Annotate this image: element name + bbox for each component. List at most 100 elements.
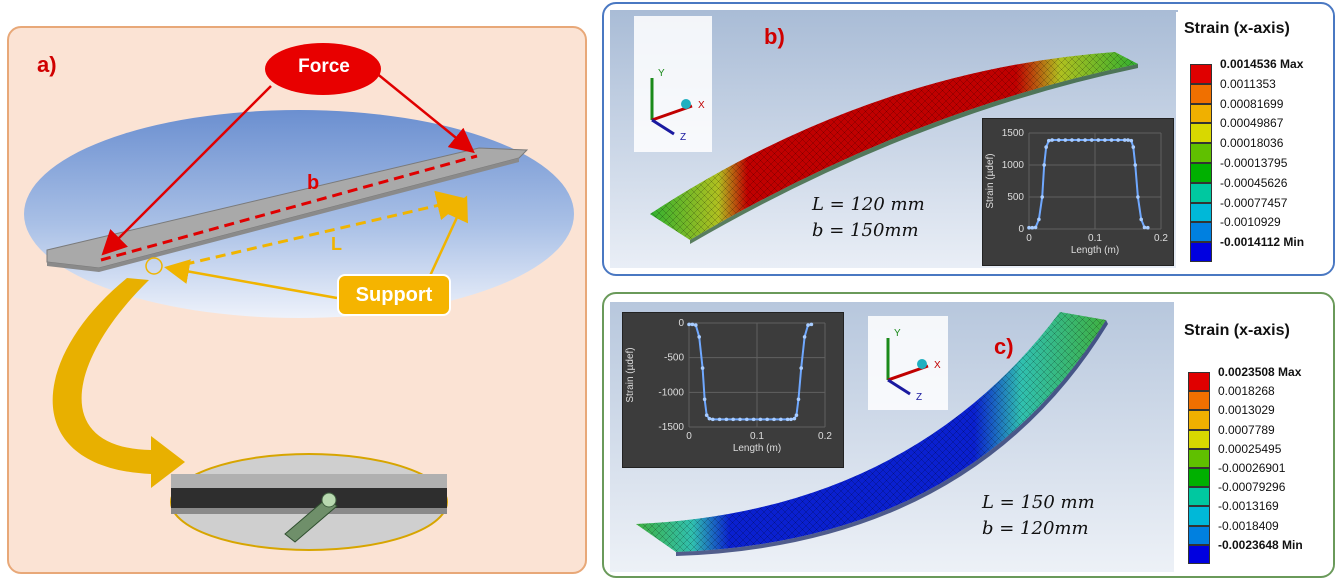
- legend-swatch: [1188, 429, 1210, 449]
- legend-value: -0.00013795: [1220, 156, 1288, 170]
- formula-b-c: b = 120mm: [982, 518, 1089, 539]
- data-point: [1142, 225, 1147, 230]
- data-point: [707, 416, 712, 421]
- data-point: [772, 417, 776, 422]
- z-axis-label: Z: [916, 392, 922, 403]
- legend-swatch: [1190, 83, 1212, 104]
- legend-swatch: [1188, 448, 1210, 468]
- x-axis-title: Length (m): [1071, 245, 1119, 256]
- legend-title-b: Strain (x-axis): [1184, 20, 1290, 37]
- y-tick-label: -500: [664, 353, 684, 364]
- legend-value: -0.0023648 Min: [1218, 537, 1303, 552]
- y-tick-label: 500: [1007, 192, 1024, 203]
- data-point: [758, 417, 763, 422]
- y-tick-label: 0: [678, 318, 684, 329]
- data-point: [1047, 138, 1051, 143]
- legend-swatch: [1190, 222, 1212, 243]
- data-point: [711, 417, 715, 422]
- dimension-L-line: [168, 190, 467, 270]
- legend-swatch: [1190, 143, 1212, 163]
- y-tick-label: 1000: [1002, 160, 1025, 171]
- data-point: [690, 322, 695, 327]
- x-tick-label: 0.2: [1154, 233, 1168, 244]
- force-ellipse: [265, 43, 381, 95]
- data-point: [779, 417, 783, 422]
- legend-value: 0.0018268: [1218, 384, 1275, 399]
- data-point: [765, 417, 769, 422]
- y-axis-label: Y: [894, 328, 901, 339]
- panel-c-simulation: c) Y X Z L = 150 mm b: [602, 292, 1335, 578]
- data-point: [1037, 217, 1041, 222]
- legend-swatch: [1188, 391, 1210, 411]
- legend-value: 0.00025495: [1218, 441, 1282, 456]
- x-tick-label: 0.1: [1088, 233, 1102, 244]
- zoom-pointer-arrow: [52, 278, 185, 488]
- force-arrow-right: [374, 71, 475, 154]
- data-point: [792, 416, 797, 421]
- data-point: [1076, 138, 1081, 142]
- data-point: [687, 322, 691, 327]
- legend-value: 0.0014536 Max: [1220, 57, 1304, 71]
- legend-b: Strain (x-axis) 0.0014536 Max 0.0011353 0.…: [1176, 12, 1333, 272]
- x-axis-label: X: [698, 100, 705, 111]
- support-detail-marker: [145, 257, 163, 275]
- data-point: [1042, 163, 1046, 167]
- data-point: [1033, 225, 1038, 230]
- zoom-pin-head: [321, 492, 337, 508]
- data-point: [1122, 138, 1127, 142]
- data-point: [1083, 138, 1087, 142]
- legend-swatch: [1190, 103, 1212, 124]
- data-point: [1126, 138, 1130, 142]
- data-point: [1139, 217, 1143, 222]
- data-point: [1131, 145, 1136, 149]
- legend-value: 0.0023508 Max: [1218, 365, 1302, 379]
- data-point: [1040, 195, 1044, 199]
- setup-diagram: [24, 43, 574, 551]
- z-axis-icon: [651, 118, 675, 136]
- legend-swatch: [1188, 468, 1210, 488]
- data-point: [1027, 225, 1031, 230]
- data-point: [785, 417, 790, 422]
- legend-swatch: [1188, 410, 1210, 430]
- data-point: [751, 417, 756, 422]
- panel-b-tag: b): [764, 24, 785, 49]
- z-axis-icon: [887, 378, 911, 396]
- data-point: [1136, 195, 1140, 199]
- data-point: [1056, 138, 1061, 142]
- deformed-beam-b: [650, 52, 1138, 244]
- strain-series-line: [689, 323, 812, 421]
- force-arrow-left: [101, 85, 272, 256]
- data-point: [694, 323, 698, 327]
- dimension-L-label: L: [331, 234, 342, 254]
- legend-value: 0.0007789: [1218, 422, 1275, 437]
- legend-title-c: Strain (x-axis): [1184, 322, 1290, 339]
- data-point: [1129, 138, 1134, 143]
- legend-swatch: [1190, 242, 1212, 262]
- data-point: [704, 413, 709, 418]
- y-axis-title: Strain (µdef): [625, 347, 636, 402]
- data-point: [1096, 138, 1101, 142]
- legend-c: Strain (x-axis) 0.0023508 Max 0.0018268 0.…: [1174, 302, 1333, 574]
- x-axis-title: Length (m): [733, 443, 781, 454]
- data-point: [1063, 138, 1068, 142]
- dimension-b-label: b: [307, 172, 320, 194]
- legend-value: -0.00079296: [1218, 480, 1286, 495]
- y-tick-label: 1500: [1002, 128, 1025, 139]
- data-point: [1089, 138, 1094, 142]
- formula-L-b: L = 120 mm: [812, 194, 925, 215]
- axis-triad-c: Y X Z: [886, 328, 941, 403]
- legend-value: -0.0018409: [1218, 518, 1279, 533]
- x-tick-label: 0.2: [818, 431, 832, 442]
- axis-triad-box-b: [634, 16, 712, 152]
- legend-value: -0.00045626: [1220, 175, 1288, 190]
- data-point: [745, 417, 749, 422]
- support-arrow-right: [427, 195, 468, 279]
- y-tick-label: 0: [1018, 224, 1024, 235]
- legend-value: 0.0011353: [1220, 76, 1276, 91]
- legend-value: 0.00049867: [1220, 116, 1284, 131]
- support-label: Support: [355, 284, 433, 306]
- data-point: [1146, 225, 1150, 230]
- deformed-beam-c: [636, 312, 1108, 556]
- z-axis-label: Z: [680, 132, 686, 143]
